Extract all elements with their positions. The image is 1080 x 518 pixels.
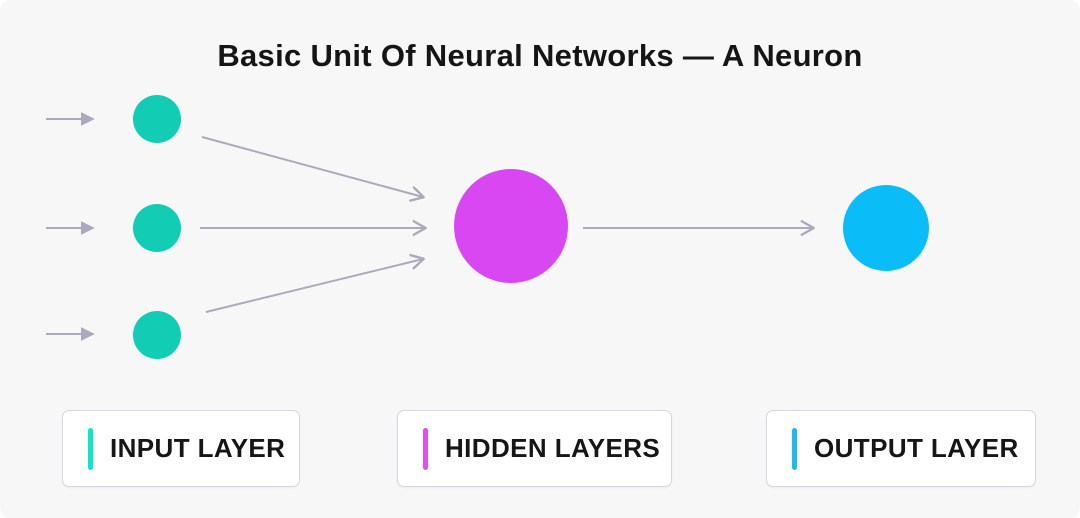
output-node xyxy=(843,185,929,271)
input1-to-hidden-arrow xyxy=(201,136,425,202)
hidden-layers-color-bar xyxy=(423,427,428,470)
diagram-title: Basic Unit Of Neural Networks — A Neuron xyxy=(217,38,863,73)
legend-hidden-layers: HIDDEN LAYERS xyxy=(397,410,672,487)
input-layer-color-bar xyxy=(88,427,93,470)
nodes xyxy=(133,95,929,359)
input-node-3 xyxy=(133,311,181,359)
input3-to-hidden-arrow xyxy=(205,253,425,313)
connection-arrows xyxy=(46,112,815,341)
legend-output-layer: OUTPUT LAYER xyxy=(766,410,1036,487)
hidden-layers-label: HIDDEN LAYERS xyxy=(445,433,661,463)
output-layer-label: OUTPUT LAYER xyxy=(814,433,1019,463)
input-layer-label: INPUT LAYER xyxy=(110,433,286,463)
output-layer-color-bar xyxy=(792,427,797,470)
legend-input-layer: INPUT LAYER xyxy=(62,410,300,487)
hidden-node xyxy=(454,169,568,283)
input-node-1 xyxy=(133,95,181,143)
input-node-2 xyxy=(133,204,181,252)
